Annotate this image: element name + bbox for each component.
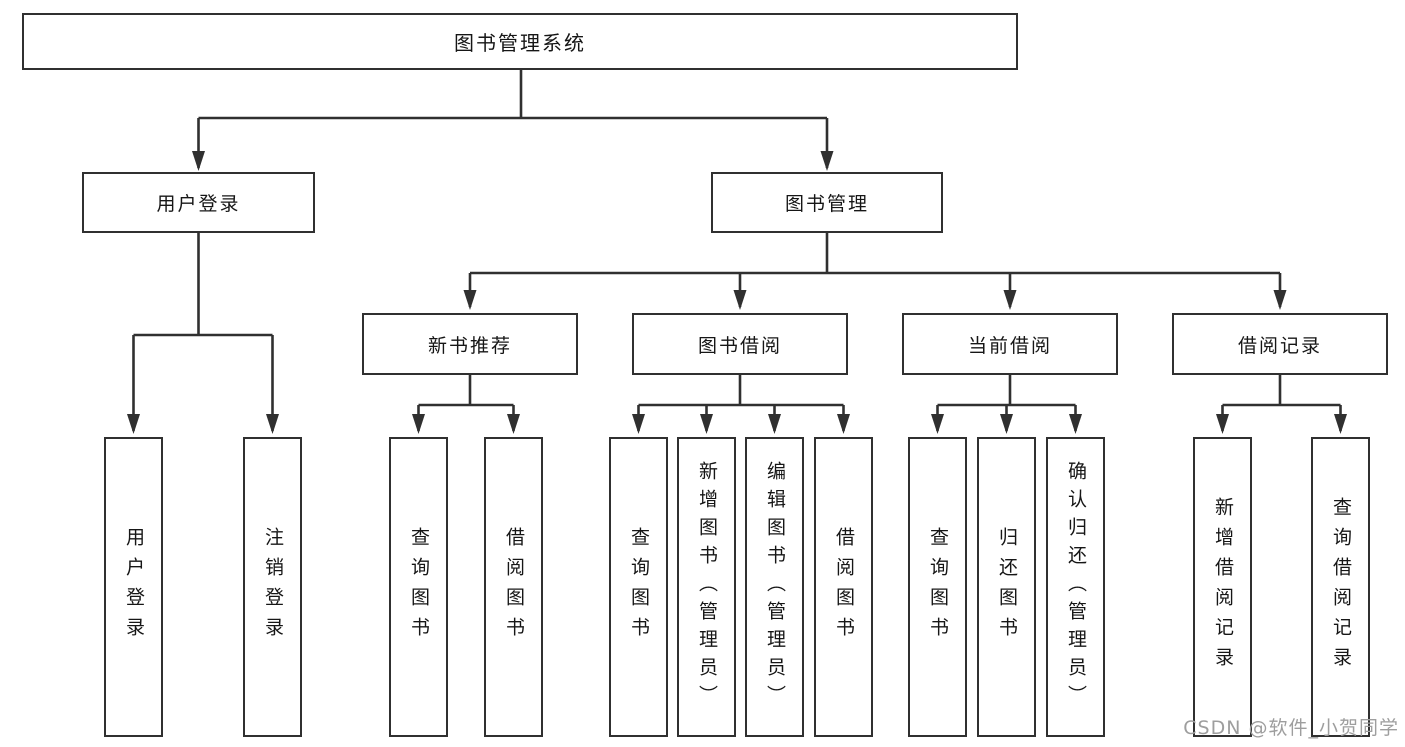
node-current-borrow: 当前借阅 <box>902 313 1118 375</box>
node-bb-query-books: 查询图书 <box>609 437 668 737</box>
node-borrow-record-label: 借阅记录 <box>1237 334 1322 357</box>
node-book-mgmt: 图书管理 <box>711 172 943 233</box>
node-br-add-record: 新增借阅记录 <box>1193 437 1252 737</box>
node-root-label: 图书管理系统 <box>454 31 586 55</box>
node-bb-borrow-books-label: 借阅图书 <box>833 527 855 647</box>
node-bb-edit-books-admin: 编辑图书（管理员） <box>745 437 804 737</box>
node-book-borrow-label: 图书借阅 <box>697 334 782 357</box>
node-br-query-record: 查询借阅记录 <box>1311 437 1370 737</box>
node-bb-query-books-label: 查询图书 <box>628 527 650 647</box>
node-cb-confirm-return-admin: 确认归还（管理员） <box>1046 437 1105 737</box>
node-logout-label: 注销登录 <box>262 527 284 647</box>
node-cb-query-books: 查询图书 <box>908 437 967 737</box>
node-borrow-record: 借阅记录 <box>1172 313 1388 375</box>
node-new-book-rec-label: 新书推荐 <box>427 334 512 357</box>
node-cb-return-books: 归还图书 <box>977 437 1036 737</box>
node-logout: 注销登录 <box>243 437 302 737</box>
node-rec-borrow-books-label: 借阅图书 <box>503 527 525 647</box>
node-bb-add-books-admin: 新增图书（管理员） <box>677 437 736 737</box>
node-book-borrow: 图书借阅 <box>632 313 848 375</box>
node-cb-return-books-label: 归还图书 <box>996 527 1018 647</box>
node-br-query-record-label: 查询借阅记录 <box>1330 497 1352 677</box>
node-current-borrow-label: 当前借阅 <box>967 334 1052 357</box>
node-user-login: 用户登录 <box>82 172 315 233</box>
node-cb-query-books-label: 查询图书 <box>927 527 949 647</box>
node-cb-confirm-return-admin-label: 确认归还（管理员） <box>1065 461 1087 713</box>
node-root: 图书管理系统 <box>22 13 1018 70</box>
node-bb-borrow-books: 借阅图书 <box>814 437 873 737</box>
node-book-mgmt-label: 图书管理 <box>784 193 869 215</box>
node-rec-query-books-label: 查询图书 <box>408 527 430 647</box>
node-new-book-rec: 新书推荐 <box>362 313 578 375</box>
node-br-add-record-label: 新增借阅记录 <box>1212 497 1234 677</box>
node-rec-borrow-books: 借阅图书 <box>484 437 543 737</box>
csdn-watermark: CSDN @软件_小贺同学 <box>1183 717 1399 739</box>
node-user-login-leaf-label: 用户登录 <box>123 527 145 647</box>
node-rec-query-books: 查询图书 <box>389 437 448 737</box>
node-user-login-label: 用户登录 <box>156 193 241 215</box>
node-bb-add-books-admin-label: 新增图书（管理员） <box>696 461 718 713</box>
node-user-login-leaf: 用户登录 <box>104 437 163 737</box>
node-bb-edit-books-admin-label: 编辑图书（管理员） <box>764 461 786 713</box>
